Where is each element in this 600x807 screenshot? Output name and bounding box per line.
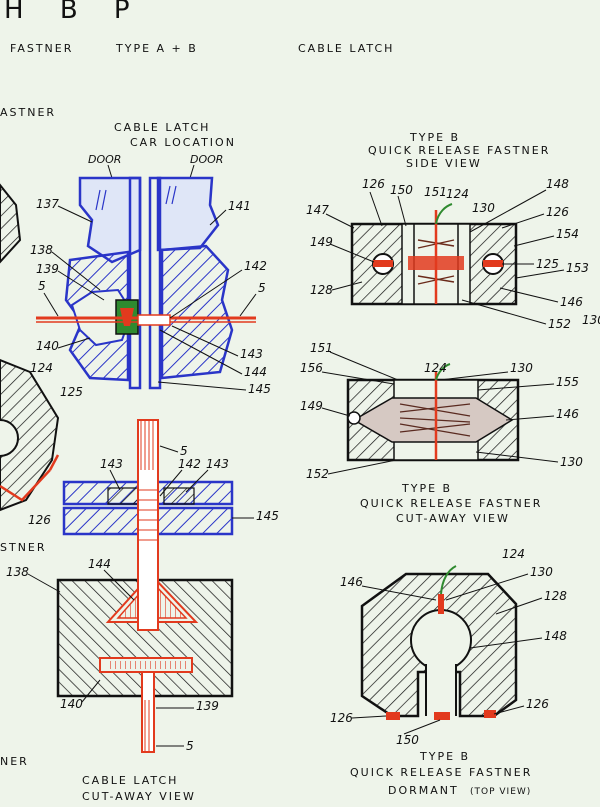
label-5-bottom: 5 <box>186 739 194 753</box>
side-label-151: 151 <box>424 185 447 199</box>
left-edge-text-3: NER <box>0 755 29 768</box>
type-b-dormant-top-view: 124 130 146 128 148 126 126 150 TYPE B Q… <box>330 547 567 797</box>
dorm-label-126-right: 126 <box>526 697 549 711</box>
label-139-b: 139 <box>196 699 219 713</box>
dorm-title-1: TYPE B <box>419 750 470 763</box>
cable-latch-car-location: CABLE LATCH CAR LOCATION DOOR DOOR 137 <box>30 121 271 399</box>
label-138: 138 <box>30 243 53 257</box>
type-b-cutaway-view: 151 156 124 130 155 149 146 152 130 TYPE… <box>300 341 583 525</box>
label-141: 141 <box>228 199 251 213</box>
cut-title-1: TYPE B <box>401 482 452 495</box>
label-126-left: 126 <box>28 513 51 527</box>
side-label-146: 146 <box>560 295 583 309</box>
label-140-b: 140 <box>60 697 83 711</box>
dorm-title-2: QUICK RELEASE FASTNER <box>350 766 532 779</box>
cable-latch-caption-1: CABLE LATCH <box>82 774 178 787</box>
label-142-b: 142 <box>178 457 201 471</box>
label-5-top: 5 <box>180 444 188 458</box>
side-label-152: 152 <box>548 317 571 331</box>
dorm-label-146: 146 <box>340 575 363 589</box>
label-143-b: 143 <box>206 457 229 471</box>
cut-label-149: 149 <box>300 399 323 413</box>
cable-latch-title: CABLE LATCH <box>114 121 210 134</box>
cut-label-124: 124 <box>424 361 447 375</box>
left-edge-text-1: ASTNER <box>0 106 56 119</box>
side-label-148: 148 <box>546 177 569 191</box>
label-137: 137 <box>36 197 59 211</box>
door-left-label: DOOR <box>88 153 121 166</box>
dorm-label-150: 150 <box>396 733 419 747</box>
side-label-150: 150 <box>390 183 413 197</box>
cut-title-3: CUT-AWAY VIEW <box>396 512 510 525</box>
dorm-title-4: (TOP VIEW) <box>470 787 531 797</box>
cut-label-151: 151 <box>310 341 333 355</box>
header: H B P FASTNER TYPE A + B CABLE LATCH AST… <box>0 0 394 768</box>
side-label-126-b: 126 <box>546 205 569 219</box>
cut-label-130-top: 130 <box>510 361 533 375</box>
dorm-label-126-left: 126 <box>330 711 353 725</box>
side-label-125: 125 <box>536 257 559 271</box>
label-125-left: 125 <box>60 385 83 399</box>
dorm-label-148: 148 <box>544 629 567 643</box>
side-title-2: QUICK RELEASE FASTNER <box>368 144 550 157</box>
door-right-label: DOOR <box>190 153 223 166</box>
label-138-b: 138 <box>6 565 29 579</box>
side-label-130: 130 <box>472 201 495 215</box>
side-label-128: 128 <box>310 283 333 297</box>
label-5-right: 5 <box>258 281 266 295</box>
side-title-1: TYPE B <box>409 131 460 144</box>
type-b-side-view: TYPE B QUICK RELEASE FASTNER SIDE VIEW 1… <box>306 131 600 331</box>
cut-title-2: QUICK RELEASE FASTNER <box>360 497 542 510</box>
dorm-label-130: 130 <box>530 565 553 579</box>
car-location-subtitle: CAR LOCATION <box>130 136 236 149</box>
label-140: 140 <box>36 339 59 353</box>
side-label-124: 124 <box>446 187 469 201</box>
header-title-fragment: H B P <box>4 0 144 25</box>
label-124-left: 124 <box>30 361 53 375</box>
header-type-ab: TYPE A + B <box>115 42 198 55</box>
label-139: 139 <box>36 262 59 276</box>
side-label-149: 149 <box>310 235 333 249</box>
left-edge-partial-drawings <box>0 183 60 512</box>
label-145-b: 145 <box>256 509 279 523</box>
label-144: 144 <box>244 365 267 379</box>
label-5-left: 5 <box>38 279 46 293</box>
side-title-3: SIDE VIEW <box>406 157 482 170</box>
side-label-147: 147 <box>306 203 329 217</box>
dorm-label-128: 128 <box>544 589 567 603</box>
left-edge-text-2: STNER <box>0 541 47 554</box>
cut-label-130-bottom: 130 <box>560 455 583 469</box>
cut-label-155: 155 <box>556 375 579 389</box>
label-143: 143 <box>240 347 263 361</box>
cut-label-156: 156 <box>300 361 323 375</box>
label-142: 142 <box>244 259 267 273</box>
side-label-153: 153 <box>566 261 589 275</box>
header-fastner: FASTNER <box>10 42 73 55</box>
cable-latch-caption-2: CUT-AWAY VIEW <box>82 790 196 803</box>
label-144-b: 144 <box>88 557 111 571</box>
cable-latch-cutaway: 143 142 143 145 5 144 138 140 139 5 126 … <box>6 419 279 803</box>
header-cable-latch: CABLE LATCH <box>298 42 394 55</box>
label-143-a: 143 <box>100 457 123 471</box>
dorm-title-3: DORMANT <box>388 784 459 797</box>
cut-label-146: 146 <box>556 407 579 421</box>
side-label-126-a: 126 <box>362 177 385 191</box>
label-145: 145 <box>248 382 271 396</box>
side-label-154: 154 <box>556 227 579 241</box>
cut-label-152: 152 <box>306 467 329 481</box>
side-label-130-b: 130 <box>582 313 600 327</box>
dorm-label-124: 124 <box>502 547 525 561</box>
